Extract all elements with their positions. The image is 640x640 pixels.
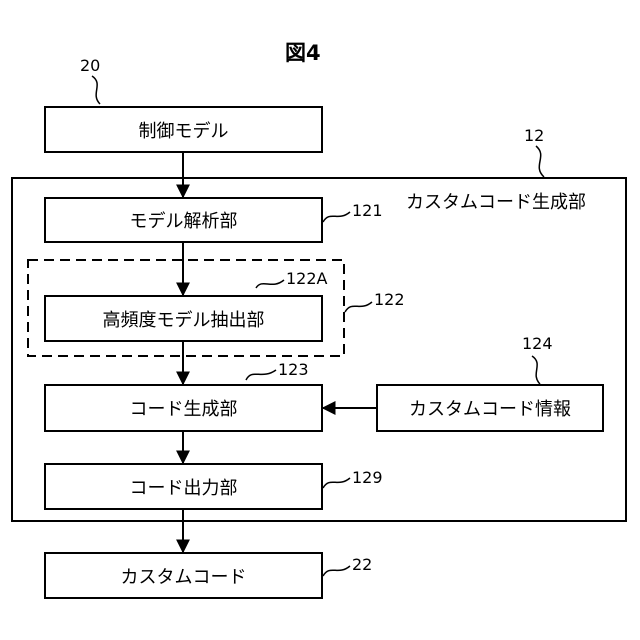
ref-model-analysis: 121: [352, 203, 383, 219]
control-model-label: 制御モデル: [45, 107, 322, 152]
leader-12: [536, 146, 544, 177]
custom-code-generator-label: カスタムコード生成部: [406, 194, 586, 212]
leader-123: [246, 370, 276, 380]
ref-code-output: 129: [352, 470, 383, 486]
ref-custom-code: 22: [352, 557, 372, 573]
code-generation-label: コード生成部: [45, 385, 322, 431]
leader-129: [323, 478, 350, 488]
leader-124: [532, 356, 540, 384]
leader-122: [345, 302, 372, 312]
leader-20: [92, 76, 100, 104]
code-output-label: コード出力部: [45, 464, 322, 509]
ref-code-generation: 123: [278, 362, 309, 378]
custom-code-info-label: カスタムコード情報: [377, 385, 603, 431]
high-freq-extract-label: 高頻度モデル抽出部: [45, 296, 322, 341]
model-analysis-label: モデル解析部: [45, 198, 322, 242]
ref-custom-code-generator: 12: [524, 128, 544, 144]
ref-custom-code-info: 124: [522, 336, 553, 352]
leader-22: [323, 566, 350, 576]
ref-control-model: 20: [80, 58, 100, 74]
custom-code-label: カスタムコード: [45, 553, 322, 598]
leader-121: [323, 212, 350, 222]
leader-122A: [256, 280, 284, 288]
ref-high-freq-extract-group: 122: [374, 292, 405, 308]
ref-high-freq-extract-inner: 122A: [286, 271, 327, 287]
figure-title: 図4: [285, 43, 321, 64]
